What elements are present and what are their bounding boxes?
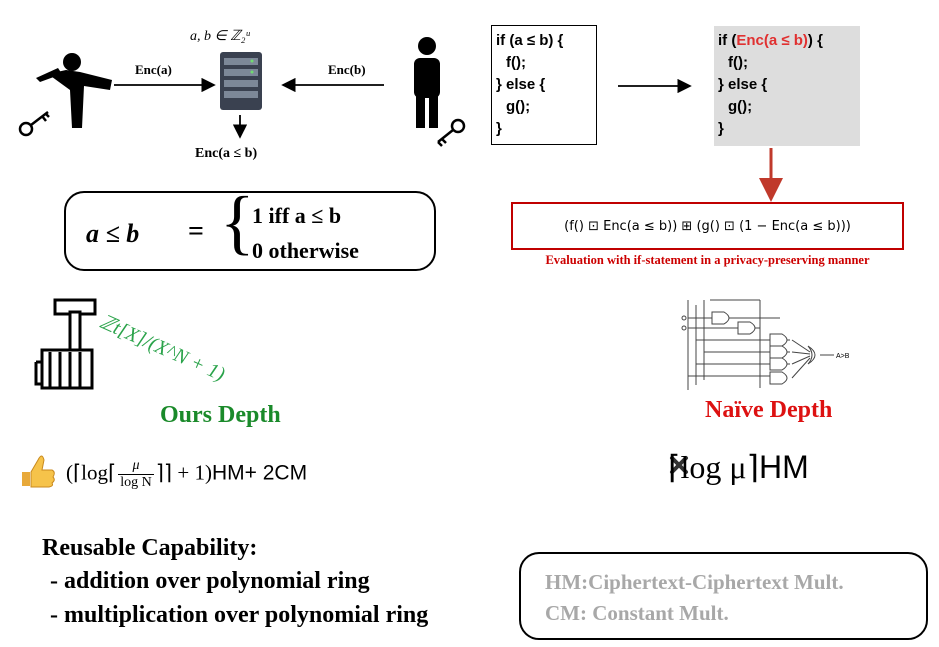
reusable-item: - multiplication over polynomial ring	[50, 602, 429, 628]
reusable-item: - addition over polynomial ring	[50, 568, 370, 594]
code-line: f();	[728, 54, 748, 71]
encrypted-condition: Enc(a ≤ b)	[736, 32, 808, 49]
code-if-end: ) {	[807, 32, 823, 49]
thumbs-up-icon	[22, 455, 55, 488]
person-standing-icon	[414, 37, 440, 128]
code-line: } else {	[496, 76, 546, 93]
circuit-output-label: A>B	[836, 353, 850, 360]
code-if-keyword: if (	[718, 32, 737, 49]
code-line: }	[496, 120, 502, 137]
comparison-case-true: 1 iff a ≤ b	[252, 203, 342, 228]
enc-a-label: Enc(a)	[135, 62, 172, 77]
comparison-case-false: 0 otherwise	[252, 238, 359, 263]
key-icon	[437, 118, 466, 147]
person-kick-icon	[36, 53, 112, 128]
code-line: if (Enc(a ≤ b)) {	[718, 30, 856, 52]
evaluation-formula-box: (f() ⊡ Enc(a ≤ b)) ⊞ (g() ⊡ (1 − Enc(a ≤…	[511, 202, 904, 250]
hm-term: HM	[759, 449, 809, 485]
comparison-lhs: a ≤ b	[86, 219, 140, 248]
hammer-hand-icon	[34, 298, 97, 390]
code-line: f();	[506, 54, 526, 71]
code-line: } else {	[718, 76, 768, 93]
naive-depth-formula: ⌈log μ⌉HM	[668, 448, 809, 486]
comparison-definition-box	[64, 191, 436, 271]
reusable-capability-title: Reusable Capability:	[42, 535, 258, 561]
code-line: g();	[728, 98, 753, 115]
legend-hm: HM:Ciphertext-Ciphertext Mult.	[545, 570, 844, 594]
logic-circuit-icon	[681, 299, 834, 390]
enc-comparison-label: Enc(a ≤ b)	[195, 146, 258, 161]
legend-cm: CM: Constant Mult.	[545, 601, 729, 625]
key-icon	[18, 111, 50, 137]
naive-depth-title: Naïve Depth	[705, 397, 833, 423]
plain-if-code-block: if (a ≤ b) { f(); } else { g(); }	[491, 25, 597, 145]
comparison-brace: {	[220, 182, 255, 262]
code-line: if (a ≤ b) {	[496, 32, 564, 49]
code-line: }	[718, 120, 724, 137]
encrypted-if-code-block: if (Enc(a ≤ b)) { f(); } else { g(); }	[714, 26, 860, 146]
server-icon	[220, 52, 262, 110]
input-domain-label: a, b ∈ ℤ₂ᵘ	[190, 29, 250, 44]
formula-suffix: ⌉⌉ + 1)	[155, 460, 212, 485]
ours-depth-title: Ours Depth	[160, 402, 281, 428]
cm-term: + 2CM	[244, 461, 308, 485]
evaluation-caption: Evaluation with if-statement in a privac…	[545, 253, 870, 267]
enc-b-label: Enc(b)	[328, 62, 366, 77]
comparison-equals: =	[188, 216, 204, 247]
legend-box	[519, 552, 928, 640]
hm-term: HM	[211, 461, 245, 485]
code-line: g();	[506, 98, 531, 115]
fraction-denominator: log N	[120, 475, 152, 490]
fraction-numerator: μ	[118, 458, 154, 475]
formula-prefix: (⌈log⌈	[66, 460, 117, 485]
cross-icon	[670, 456, 688, 474]
naive-log-term: ⌈log μ⌉	[668, 449, 760, 485]
evaluation-formula: (f() ⊡ Enc(a ≤ b)) ⊞ (g() ⊡ (1 − Enc(a ≤…	[564, 218, 851, 234]
